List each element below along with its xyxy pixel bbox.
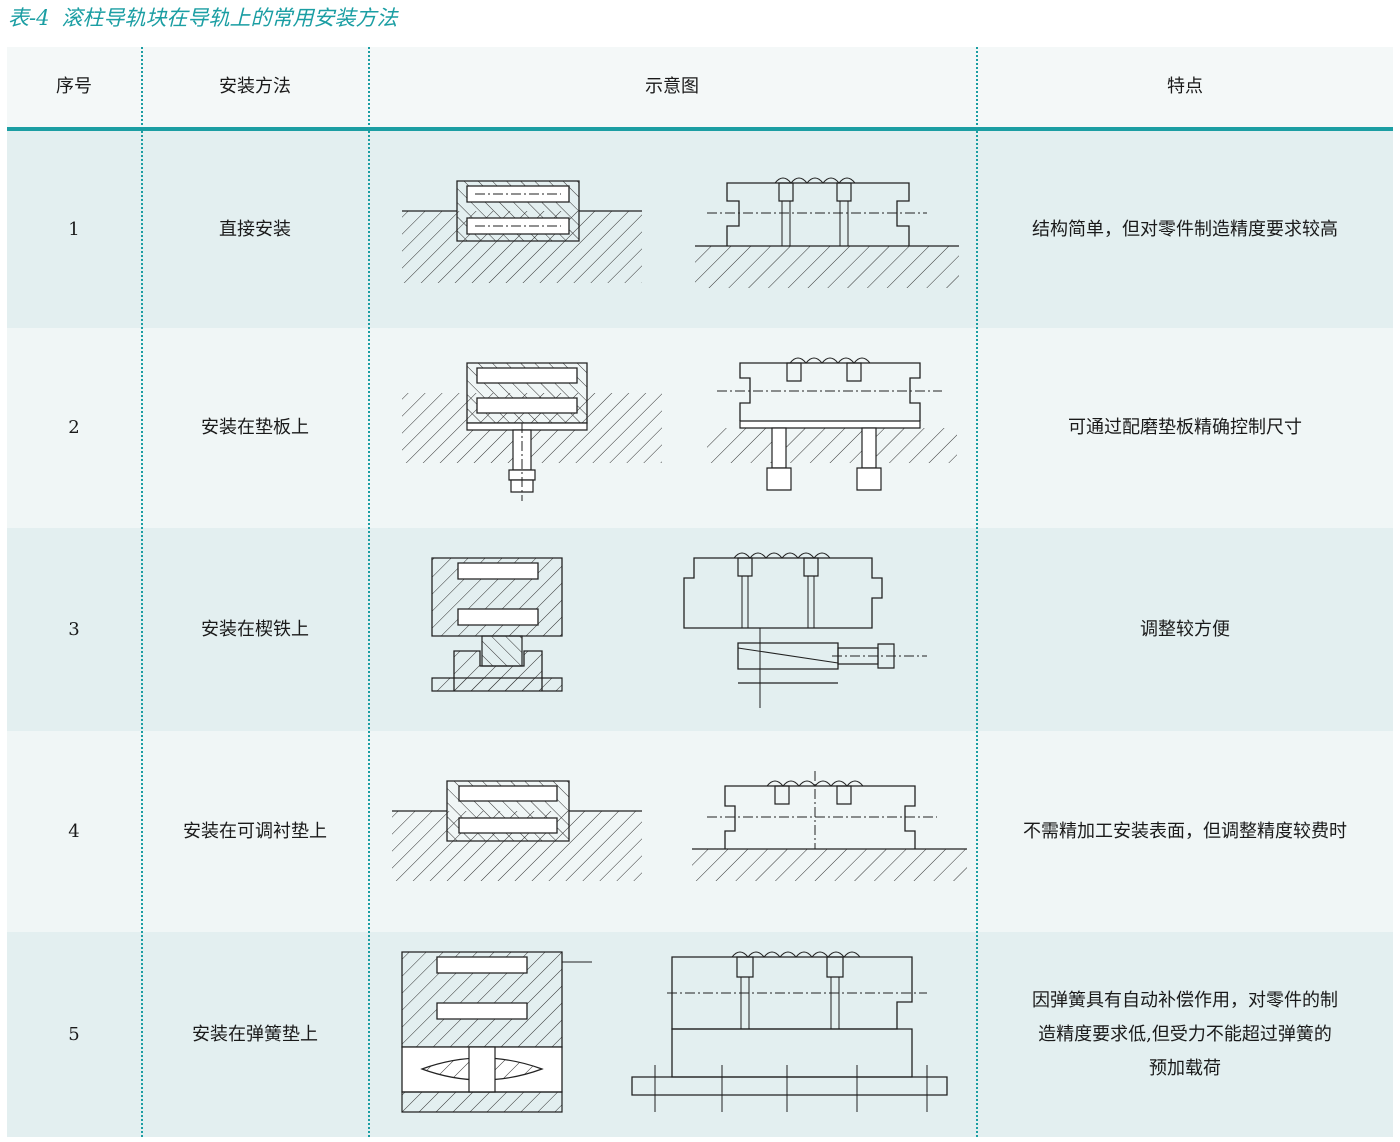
header-features: 特点 — [1167, 76, 1203, 97]
row-feature-line: 因弹簧具有自动补偿作用，对零件的制 — [1032, 989, 1338, 1011]
spring-pad-section-diagram — [397, 947, 597, 1117]
table-row: 5 安装在弹簧垫上 因弹簧具有自动补偿作用，对零件的制 造精度要求低,但受力不能… — [7, 932, 1393, 1137]
shim-plate-section-diagram — [402, 353, 662, 503]
row-feature: 可通过配磨垫板精确控制尺寸 — [1068, 417, 1302, 438]
row-method: 安装在弹簧垫上 — [192, 1023, 318, 1045]
table-caption: 表-4 滚柱导轨块在导轨上的常用安装方法 — [8, 4, 397, 32]
wedge-section-diagram — [422, 553, 572, 693]
adjustable-pad-section-diagram — [392, 771, 642, 881]
table-row: 4 安装在可调衬垫上 不需精加工安装表面，但调整精度较费时 — [7, 731, 1393, 932]
installation-methods-table: 序号 安装方法 示意图 特点 1 直接安装 结构简单，但对零件制造精度要求较高 — [7, 47, 1393, 1137]
row-number: 4 — [68, 820, 80, 842]
table-row: 2 安装在垫板上 可通过配磨垫板精确控制尺寸 — [7, 328, 1393, 528]
row-number: 5 — [68, 1023, 80, 1045]
header-rule — [7, 127, 1393, 131]
row-method: 安装在垫板上 — [201, 417, 309, 438]
row-method: 直接安装 — [219, 218, 291, 240]
row-number: 1 — [68, 218, 80, 240]
table-row: 3 安装在楔铁上 调整较方便 — [7, 528, 1393, 731]
header-install-method: 安装方法 — [219, 76, 291, 97]
row-feature: 不需精加工安装表面，但调整精度较费时 — [1023, 820, 1347, 842]
row-feature: 调整较方便 — [1140, 618, 1230, 640]
spring-pad-side-diagram — [627, 947, 957, 1127]
adjustable-pad-side-diagram — [692, 771, 967, 881]
table-row: 1 直接安装 结构简单，但对零件制造精度要求较高 — [7, 131, 1393, 328]
column-separator — [368, 47, 370, 1137]
row-number: 2 — [68, 417, 80, 438]
header-diagram: 示意图 — [645, 76, 699, 97]
table-number: 表-4 — [8, 6, 50, 30]
column-separator — [141, 47, 143, 1137]
table-header: 序号 安装方法 示意图 特点 — [7, 47, 1393, 127]
shim-plate-side-diagram — [707, 353, 957, 503]
row-number: 3 — [68, 618, 80, 640]
header-serial-number: 序号 — [56, 76, 92, 97]
column-separator — [976, 47, 978, 1137]
row-feature: 结构简单，但对零件制造精度要求较高 — [1032, 218, 1338, 240]
row-feature-line: 造精度要求低,但受力不能超过弹簧的 — [1038, 1023, 1332, 1045]
row-method: 安装在可调衬垫上 — [183, 820, 327, 842]
row-feature: 因弹簧具有自动补偿作用，对零件的制 造精度要求低,但受力不能超过弹簧的 预加载荷 — [977, 932, 1393, 1137]
row-method: 安装在楔铁上 — [201, 618, 309, 640]
direct-mount-section-diagram — [402, 171, 642, 283]
row-feature-line: 预加载荷 — [1149, 1057, 1221, 1079]
wedge-side-diagram — [672, 548, 937, 713]
table-title: 滚柱导轨块在导轨上的常用安装方法 — [61, 6, 398, 30]
direct-mount-side-diagram — [695, 171, 959, 288]
